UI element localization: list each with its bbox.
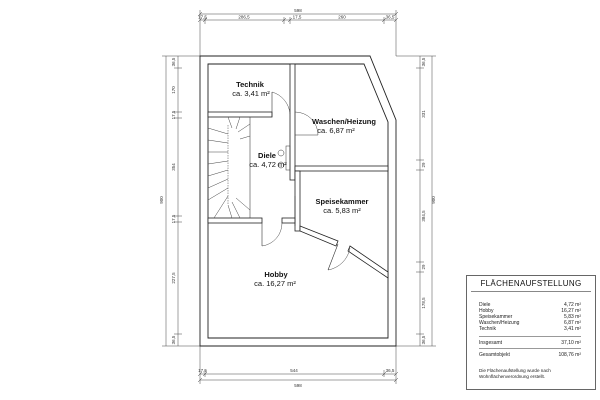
- left-dim-7: 36,5: [171, 335, 176, 344]
- right-dim-4: 384,5: [421, 210, 426, 222]
- table-row: Waschen/Heizung 6,87 m²: [479, 320, 581, 326]
- room-waschen-name: Waschen/Heizung: [312, 117, 376, 126]
- bottom-dimension-chain: [197, 346, 399, 384]
- left-dimension-chain: [162, 55, 200, 347]
- left-dim-2: 170: [171, 86, 176, 94]
- room-speise-area: ca. 5,83 m²: [323, 206, 361, 215]
- outer-wall: [199, 55, 397, 347]
- bottom-dim-3: 36,5: [386, 368, 395, 373]
- row-value: 16,27 m²: [561, 308, 581, 314]
- gesamtobjekt-label: Gesamtobjekt: [479, 352, 510, 358]
- right-total-dim: 900: [431, 196, 436, 204]
- row-value: 3,41 m²: [564, 326, 581, 332]
- right-dim-3: 29: [421, 162, 426, 168]
- left-dim-5: 17,5: [171, 214, 176, 223]
- wall-speise-diagonal-b: [347, 245, 389, 279]
- doors: [261, 91, 351, 271]
- row-label: Technik: [479, 326, 496, 332]
- row-label: Diele: [479, 302, 491, 308]
- top-dim-5: 36,5: [386, 15, 395, 20]
- insgesamt-value: 37,10 m²: [561, 340, 581, 346]
- total-divider: [479, 336, 581, 337]
- gesamtobjekt-value: 108,76 m²: [558, 352, 581, 358]
- gesamtobjekt-row: Gesamtobjekt 108,76 m²: [479, 352, 581, 358]
- door-outer-swing: [327, 247, 351, 271]
- room-speise-name: Speisekammer: [316, 197, 369, 206]
- room-diele-area: ca. 4,72 m²: [249, 160, 287, 169]
- bottom-total-dim: 598: [294, 383, 302, 388]
- right-dim-2: 331: [421, 110, 426, 118]
- top-dim-4: 260: [338, 15, 346, 20]
- row-value: 4,72 m²: [564, 302, 581, 308]
- left-total-dim: 900: [159, 196, 164, 204]
- left-dim-4: 354: [171, 163, 176, 171]
- row-value: 5,83 m²: [564, 314, 581, 320]
- right-dim-1: 36,5: [421, 57, 426, 66]
- door-hobby-swing: [261, 222, 283, 247]
- insgesamt-label: Insgesamt: [479, 340, 503, 346]
- wall-waschen-south: [294, 165, 389, 172]
- wall-stair-bottom: [281, 217, 296, 224]
- top-dimension-chain: [197, 10, 399, 56]
- top-total-dim: 598: [294, 8, 302, 13]
- table-row: Speisekammer 5,83 m²: [479, 314, 581, 320]
- top-dim-1: 17,5: [198, 15, 207, 20]
- table-row: Technik 3,41 m²: [479, 326, 581, 332]
- top-dim-3: 17,5: [293, 15, 302, 20]
- wall-speise-diagonal: [299, 225, 339, 247]
- door-waschen-swing: [294, 111, 319, 136]
- left-dim-3: 17,5: [171, 110, 176, 119]
- top-dim-2: 286,5: [238, 15, 250, 20]
- room-technik-area: ca. 3,41 m²: [232, 89, 270, 98]
- door-technik-swing: [271, 91, 291, 115]
- bottom-dim-1: 17,5: [198, 368, 207, 373]
- row-label: Waschen/Heizung: [479, 320, 520, 326]
- walls: [199, 55, 397, 347]
- row-label: Speisekammer: [479, 314, 513, 320]
- area-summary-table: FLÄCHENAUFSTELLUNG Diele 4,72 m² Hobby 1…: [466, 275, 596, 390]
- right-dim-5: 29: [421, 264, 426, 270]
- area-summary-divider: [471, 291, 591, 292]
- gesamt-divider: [479, 348, 581, 349]
- staircase: [207, 116, 251, 219]
- room-waschen-area: ca. 6,87 m²: [317, 126, 355, 135]
- left-dim-1: 36,5: [171, 57, 176, 66]
- room-diele-name: Diele: [258, 151, 276, 160]
- fixture-circle-1: [277, 149, 285, 157]
- right-dim-7: 36,5: [421, 335, 426, 344]
- table-row: Diele 4,72 m²: [479, 302, 581, 308]
- wall-speise-west: [294, 170, 301, 232]
- wall-corridor-east: [289, 63, 296, 181]
- room-technik-name: Technik: [236, 80, 265, 89]
- table-row: Hobby 16,27 m²: [479, 308, 581, 314]
- utility-fixtures: [277, 145, 291, 171]
- right-dimension-chain: [396, 55, 436, 347]
- room-hobby-area: ca. 16,27 m²: [254, 279, 296, 288]
- area-summary-title: FLÄCHENAUFSTELLUNG: [480, 279, 582, 288]
- wall-diele-south: [207, 217, 263, 224]
- right-dim-6: 178,5: [421, 297, 426, 309]
- row-label: Hobby: [479, 308, 494, 314]
- row-value: 6,87 m²: [564, 320, 581, 326]
- insgesamt-row: Insgesamt 37,10 m²: [479, 340, 581, 346]
- wall-technik-south: [207, 111, 273, 118]
- fixture-circle-2: [277, 161, 285, 169]
- area-summary-note: Die Flächenaufstellung wurde nach Wohnfl…: [479, 368, 551, 379]
- bottom-dim-2: 544: [290, 368, 298, 373]
- door-outer-leaf: [327, 243, 339, 271]
- left-dim-6: 227,5: [171, 272, 176, 284]
- room-hobby-name: Hobby: [264, 270, 288, 279]
